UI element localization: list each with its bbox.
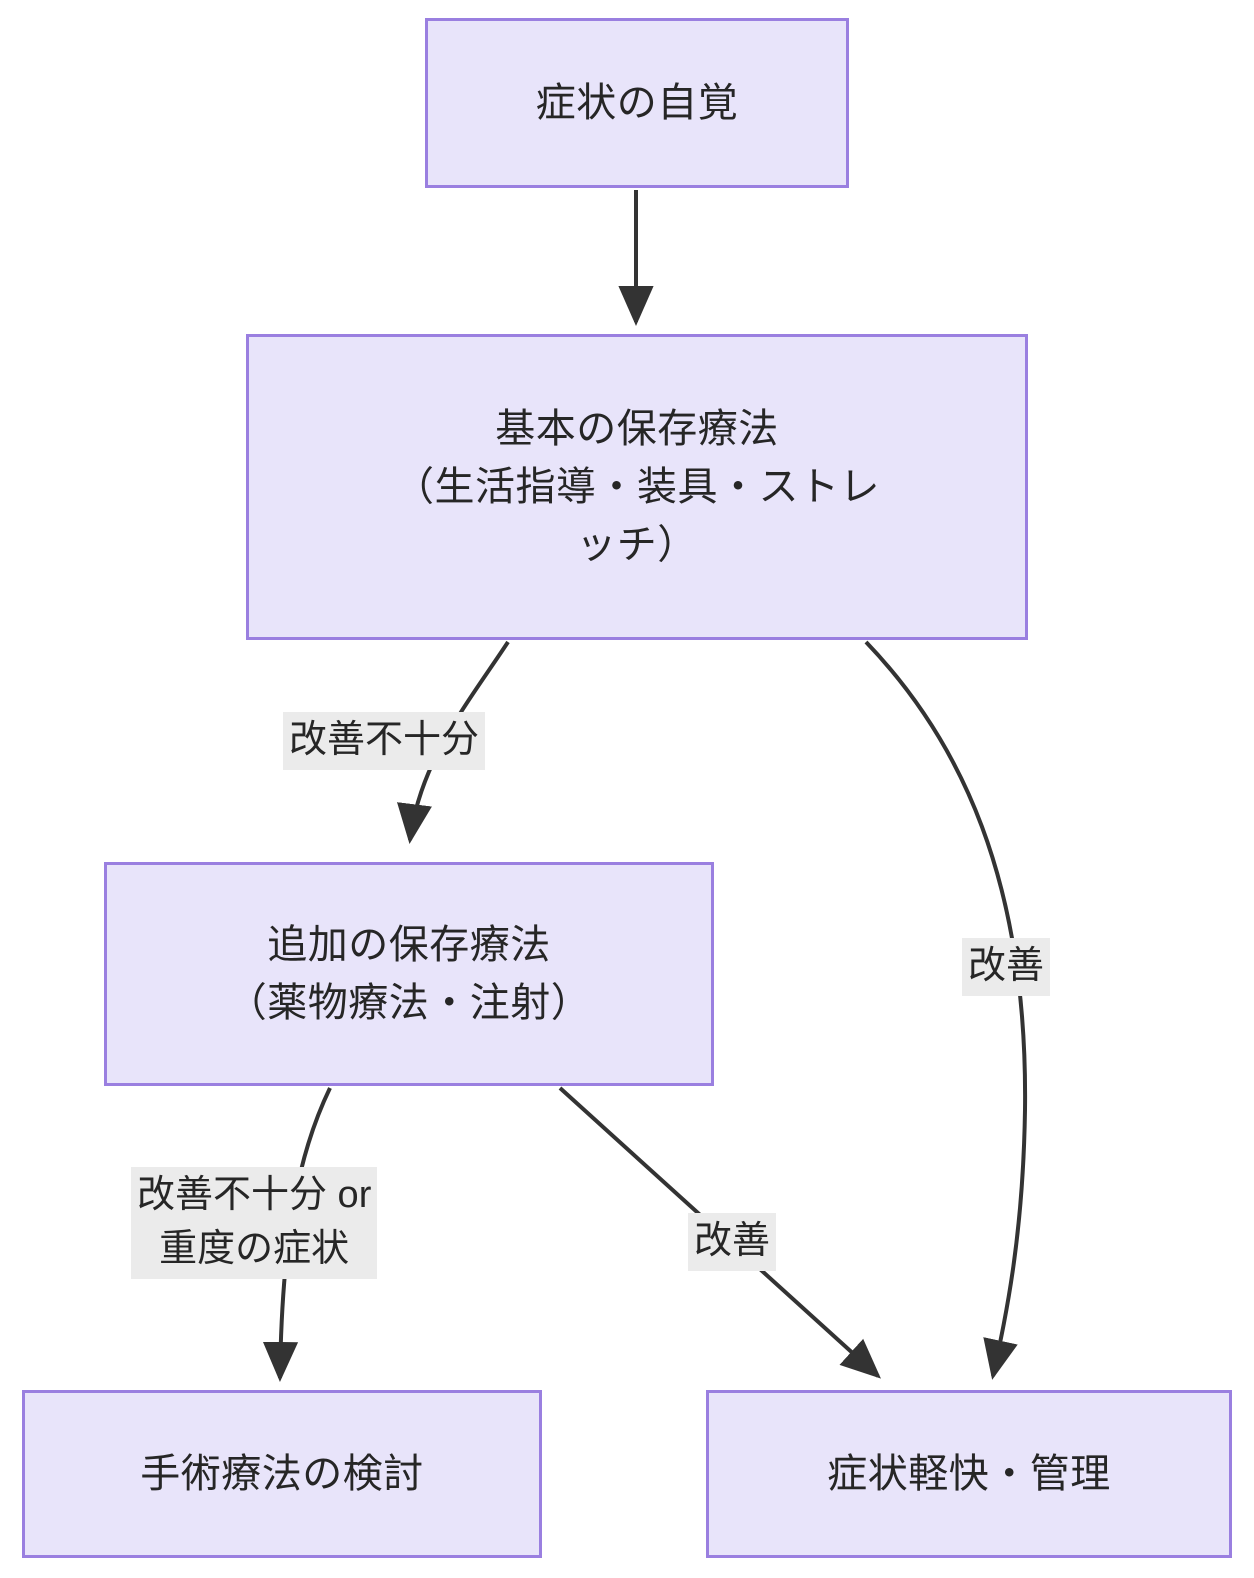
edge-basic-to-relief	[864, 640, 1028, 1380]
node-additional-conservative-therapy[interactable]: 追加の保存療法 （薬物療法・注射）	[104, 862, 714, 1086]
edge-label-additional-to-relief: 改善	[688, 1213, 777, 1271]
node-basic-conservative-therapy[interactable]: 基本の保存療法 （生活指導・装具・ストレ ッチ）	[246, 334, 1028, 640]
node-symptom-awareness[interactable]: 症状の自覚	[425, 18, 849, 188]
node-symptom-relief-management[interactable]: 症状軽快・管理	[706, 1390, 1232, 1558]
edge-label-basic-to-relief: 改善	[962, 938, 1051, 996]
edge-label-additional-to-surgery: 改善不十分 or 重度の症状	[131, 1167, 378, 1279]
edge-label-basic-to-additional: 改善不十分	[283, 712, 486, 770]
node-surgical-treatment-consideration[interactable]: 手術療法の検討	[22, 1390, 542, 1558]
